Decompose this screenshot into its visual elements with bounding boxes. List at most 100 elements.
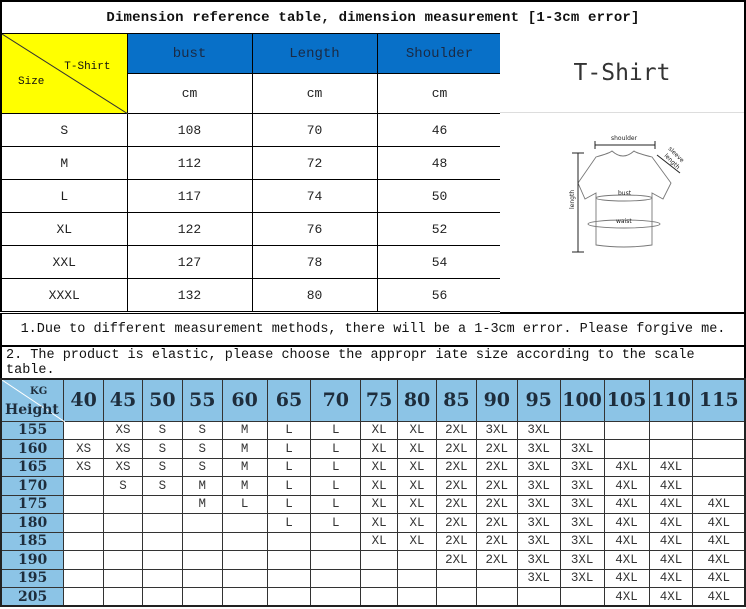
size-cell: 4XL [603, 550, 650, 570]
size-cell: 3XL [559, 476, 605, 496]
size-cell [63, 420, 105, 440]
size-measurement-table: T-Shirt Size bust Length Shoulder cm cm … [0, 33, 503, 312]
size-cell [692, 420, 746, 440]
bust-value: 122 [126, 212, 253, 246]
size-cell: 3XL [559, 457, 605, 477]
weight-header-55: 55 [181, 378, 223, 422]
length-value: 78 [251, 245, 378, 279]
size-cell: 2XL [435, 494, 477, 514]
size-cell: 3XL [559, 513, 605, 533]
size-label: XL [0, 212, 128, 246]
size-cell: 4XL [692, 550, 746, 570]
diagonal-divider-icon [2, 380, 65, 422]
size-cell: L [310, 420, 362, 440]
length-value: 80 [251, 278, 378, 312]
height-value: 180 [0, 513, 65, 533]
size-cell: 3XL [475, 420, 518, 440]
weight-header-95: 95 [516, 378, 561, 422]
size-cell: 4XL [603, 494, 650, 514]
product-title: T-Shirt [500, 33, 744, 113]
size-cell: XL [397, 494, 437, 514]
column-header-length: Length [251, 33, 378, 74]
size-cell: 3XL [516, 513, 561, 533]
weight-header-85: 85 [435, 378, 477, 422]
shoulder-value: 48 [376, 146, 503, 180]
length-value: 76 [251, 212, 378, 246]
bust-value: 127 [126, 245, 253, 279]
size-cell: XL [360, 439, 399, 459]
size-cell: 3XL [516, 550, 561, 570]
size-cell [475, 587, 518, 607]
weight-unit-label: KG [30, 386, 48, 397]
size-cell [221, 531, 268, 551]
height-value: 195 [0, 568, 65, 588]
size-cell: 3XL [559, 568, 605, 588]
size-cell [692, 457, 746, 477]
size-cell: 3XL [516, 531, 561, 551]
size-cell [141, 531, 183, 551]
size-cell [63, 476, 105, 496]
size-cell: 3XL [516, 439, 561, 459]
size-cell: 4XL [603, 531, 650, 551]
size-cell: 2XL [475, 531, 518, 551]
shoulder-value: 54 [376, 245, 503, 279]
size-cell [63, 513, 105, 533]
size-cell: S [181, 420, 223, 440]
size-cell: XL [360, 494, 399, 514]
table-row: M 112 72 48 [0, 146, 503, 180]
size-cell [475, 568, 518, 588]
diagonal-divider-icon [2, 34, 128, 114]
size-cell [181, 513, 223, 533]
weight-header-115: 115 [692, 378, 746, 422]
size-cell [692, 476, 746, 496]
size-cell [221, 568, 268, 588]
label-shoulder: shoulder [611, 135, 638, 142]
size-cell: 2XL [435, 550, 477, 570]
size-cell: XS [63, 457, 105, 477]
length-value: 70 [251, 113, 378, 147]
size-cell: 3XL [559, 531, 605, 551]
size-cell: 2XL [435, 420, 477, 440]
size-cell: 3XL [516, 457, 561, 477]
size-cell: 2XL [435, 531, 477, 551]
size-cell [310, 568, 362, 588]
size-cell: 2XL [435, 439, 477, 459]
size-cell [360, 587, 399, 607]
size-cell: XL [360, 513, 399, 533]
size-cell: 4XL [648, 513, 694, 533]
size-cell: M [221, 439, 268, 459]
weight-header-40: 40 [63, 378, 105, 422]
size-cell [221, 587, 268, 607]
size-cell: M [181, 494, 223, 514]
size-cell [648, 420, 694, 440]
size-label: M [0, 146, 128, 180]
size-cell: 2XL [475, 439, 518, 459]
size-cell: S [141, 439, 183, 459]
size-cell [181, 531, 223, 551]
size-cell: 4XL [603, 457, 650, 477]
size-cell [559, 420, 605, 440]
size-cell: 4XL [648, 457, 694, 477]
size-cell: XL [397, 476, 437, 496]
size-cell: 4XL [648, 587, 694, 607]
shoulder-value: 50 [376, 179, 503, 213]
height-value: 185 [0, 531, 65, 551]
size-cell [103, 531, 143, 551]
size-cell: XS [103, 457, 143, 477]
size-cell: XL [397, 513, 437, 533]
size-label: XXXL [0, 278, 128, 312]
size-cell [103, 587, 143, 607]
size-cell: 4XL [603, 476, 650, 496]
size-cell [141, 494, 183, 514]
size-cell [63, 550, 105, 570]
size-cell: 4XL [648, 550, 694, 570]
size-cell [310, 531, 362, 551]
size-cell: 3XL [516, 494, 561, 514]
